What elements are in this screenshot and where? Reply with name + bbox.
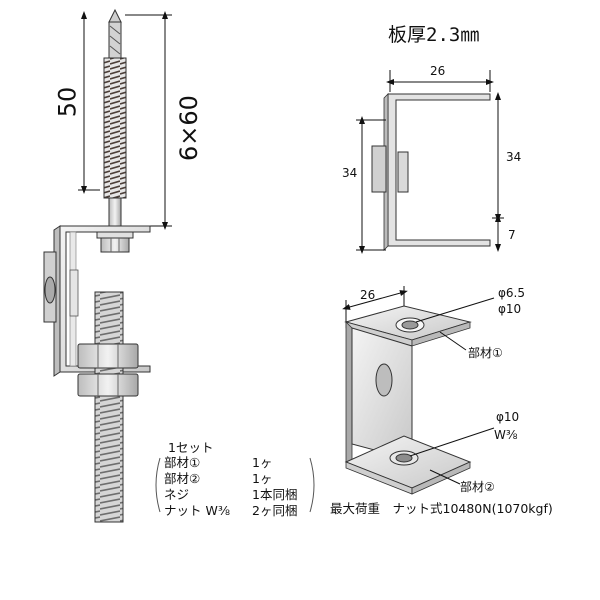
set-item-name: ナット W⅜ (164, 503, 230, 518)
upper-hole-label-1: φ6.5 (498, 286, 525, 300)
set-item-name: ネジ (164, 487, 190, 502)
assembled-bracket (43, 225, 151, 377)
plate-thickness-label: 板厚2.3㎜ (388, 24, 480, 46)
dimension-50 (78, 11, 100, 194)
iso-view (342, 286, 495, 495)
bolt-w38 (77, 291, 139, 523)
max-load-label: 最大荷重 ナット式10480N(1070kgf) (330, 501, 553, 516)
part2-label: 部材② (460, 480, 495, 494)
set-item-qty: 2ヶ同梱 (252, 503, 298, 518)
set-list-title: 1セット (168, 440, 214, 455)
upper-hole-label-2: φ10 (498, 302, 522, 316)
screw-overall-label: 6×60 (174, 95, 203, 161)
set-item-qty: 1ヶ (252, 455, 273, 470)
set-item-qty: 1本同梱 (252, 487, 298, 502)
side-view (356, 70, 504, 254)
dimension-60 (125, 11, 172, 230)
self-drilling-screw (96, 8, 134, 253)
lower-hole-label-1: φ10 (496, 410, 520, 424)
side-height-right-label: 34 (506, 150, 522, 164)
lower-hole-label-2: W⅜ (494, 428, 518, 442)
side-bottom-label: 7 (508, 228, 516, 242)
iso-width-label: 26 (360, 288, 376, 302)
side-width-label: 26 (430, 64, 446, 78)
set-item-name: 部材② (164, 471, 201, 486)
set-item-qty: 1ヶ (252, 471, 273, 486)
part1-label: 部材① (468, 346, 503, 360)
side-height-left-label: 34 (342, 166, 358, 180)
screw-length-label: 50 (53, 86, 82, 118)
set-item-name: 部材① (164, 455, 201, 470)
